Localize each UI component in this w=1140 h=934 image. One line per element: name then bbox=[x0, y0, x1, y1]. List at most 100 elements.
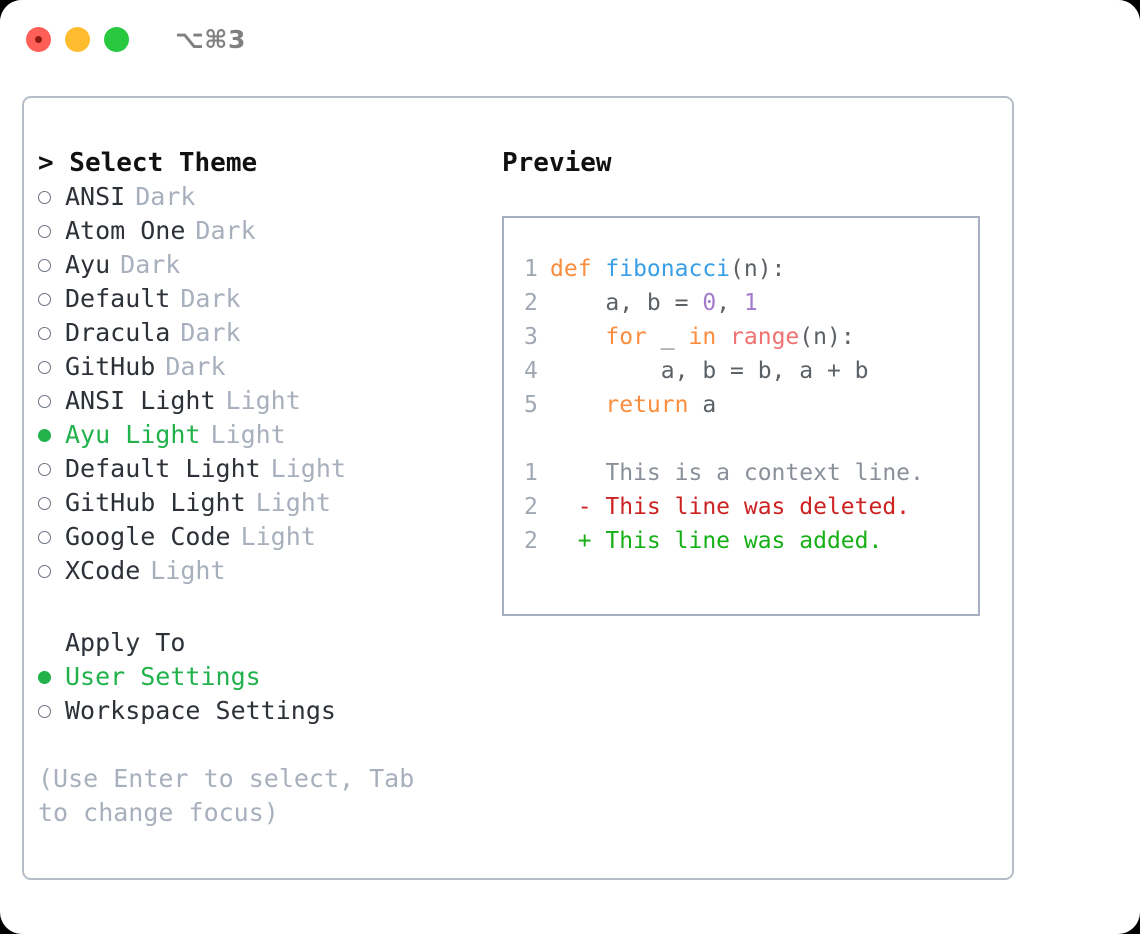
theme-name: XCode bbox=[65, 556, 141, 585]
code-token: range bbox=[730, 324, 800, 350]
theme-variant: Light bbox=[210, 420, 286, 449]
theme-name: Ayu bbox=[65, 250, 111, 279]
theme-option[interactable]: GitHub Light Light bbox=[38, 486, 502, 520]
radio-unselected-icon bbox=[38, 694, 65, 728]
code-token: 1 bbox=[743, 290, 758, 316]
code-line: 2 a, b = 0, 1 bbox=[524, 286, 978, 320]
theme-name: Google Code bbox=[65, 522, 231, 551]
code-token: 0 bbox=[702, 290, 717, 316]
theme-variant: Light bbox=[255, 488, 331, 517]
code-token: a, b = b, a + b bbox=[550, 358, 869, 384]
radio-unselected-icon bbox=[38, 554, 65, 588]
code-token: (n): bbox=[799, 324, 855, 350]
line-number: 1 bbox=[524, 256, 538, 282]
radio-unselected-icon bbox=[38, 180, 65, 214]
diff-line: 1 This is a context line. bbox=[524, 456, 978, 490]
diff-text: This is a context line. bbox=[550, 460, 924, 486]
theme-name: Dracula bbox=[65, 318, 171, 347]
code-token: in bbox=[688, 324, 717, 350]
code-token: (n): bbox=[730, 256, 786, 282]
code-line: 4 a, b = b, a + b bbox=[524, 354, 978, 388]
theme-option[interactable]: ANSI Dark bbox=[38, 180, 502, 214]
theme-name: Atom One bbox=[65, 216, 186, 245]
diff-line: 2 + This line was added. bbox=[524, 524, 978, 558]
radio-unselected-icon bbox=[38, 316, 65, 350]
code-token bbox=[716, 324, 730, 350]
theme-name: Default Light bbox=[65, 454, 261, 483]
theme-option[interactable]: Ayu Dark bbox=[38, 248, 502, 282]
theme-variant: Dark bbox=[180, 318, 241, 347]
radio-selected-icon bbox=[38, 660, 65, 694]
radio-unselected-icon bbox=[38, 486, 65, 520]
theme-variant: Dark bbox=[180, 284, 241, 313]
radio-unselected-icon bbox=[38, 214, 65, 248]
code-token: return bbox=[605, 392, 689, 418]
theme-variant: Dark bbox=[135, 182, 196, 211]
apply-to-heading: Apply To bbox=[65, 628, 186, 657]
minimize-button[interactable] bbox=[65, 26, 90, 52]
code-token: , bbox=[716, 290, 744, 316]
shortcut-label: ⌥⌘3 bbox=[175, 24, 246, 54]
code-token: _ bbox=[646, 324, 689, 350]
theme-variant: Dark bbox=[120, 250, 181, 279]
apply-to-option[interactable]: Workspace Settings bbox=[38, 694, 502, 728]
preview-heading: Preview bbox=[502, 148, 612, 178]
radio-unselected-icon bbox=[38, 282, 65, 316]
line-number: 5 bbox=[524, 392, 538, 418]
radio-unselected-icon bbox=[38, 248, 65, 282]
apply-to-option[interactable]: User Settings bbox=[38, 660, 502, 694]
theme-option[interactable]: XCode Light bbox=[38, 554, 502, 588]
theme-variant: Light bbox=[150, 556, 226, 585]
maximize-button[interactable] bbox=[104, 26, 129, 52]
code-token: a, b = bbox=[550, 290, 703, 316]
code-token: a bbox=[688, 392, 717, 418]
theme-name: ANSI bbox=[65, 182, 126, 211]
code-token bbox=[550, 324, 605, 350]
diff-line: 2 - This line was deleted. bbox=[524, 490, 978, 524]
radio-unselected-icon bbox=[38, 384, 65, 418]
line-number: 2 bbox=[524, 494, 538, 520]
line-number: 4 bbox=[524, 358, 538, 384]
keyboard-hint: (Use Enter to select, Tab to change focu… bbox=[38, 764, 415, 827]
select-theme-heading: > Select Theme bbox=[38, 148, 258, 178]
window-controls bbox=[26, 26, 129, 52]
code-spacer bbox=[524, 422, 978, 456]
theme-option[interactable]: Atom One Dark bbox=[38, 214, 502, 248]
line-number: 2 bbox=[524, 528, 538, 554]
theme-variant: Dark bbox=[165, 352, 226, 381]
theme-name: Default bbox=[65, 284, 171, 313]
code-token: def bbox=[550, 256, 606, 282]
radio-unselected-icon bbox=[38, 452, 65, 486]
theme-variant: Dark bbox=[195, 216, 256, 245]
theme-name: GitHub Light bbox=[65, 488, 246, 517]
theme-name: GitHub bbox=[65, 352, 156, 381]
apply-to-label: Workspace Settings bbox=[65, 696, 336, 725]
diff-sample: 1 This is a context line.2 - This line w… bbox=[524, 456, 978, 558]
diff-text: - This line was deleted. bbox=[550, 494, 911, 520]
code-line: 5 return a bbox=[524, 388, 978, 422]
theme-option[interactable]: Ayu Light Light bbox=[38, 418, 502, 452]
line-number: 3 bbox=[524, 324, 538, 350]
line-number: 2 bbox=[524, 290, 538, 316]
line-number: 1 bbox=[524, 460, 538, 486]
theme-option[interactable]: Dracula Dark bbox=[38, 316, 502, 350]
radio-unselected-icon bbox=[38, 520, 65, 554]
theme-name: ANSI Light bbox=[65, 386, 216, 415]
title-bar: ⌥⌘3 bbox=[0, 0, 1140, 78]
theme-option[interactable]: Default Dark bbox=[38, 282, 502, 316]
theme-name: Ayu Light bbox=[65, 420, 201, 449]
code-line: 3 for _ in range(n): bbox=[524, 320, 978, 354]
close-button[interactable] bbox=[26, 26, 51, 52]
code-token bbox=[550, 392, 605, 418]
theme-option[interactable]: GitHub Dark bbox=[38, 350, 502, 384]
